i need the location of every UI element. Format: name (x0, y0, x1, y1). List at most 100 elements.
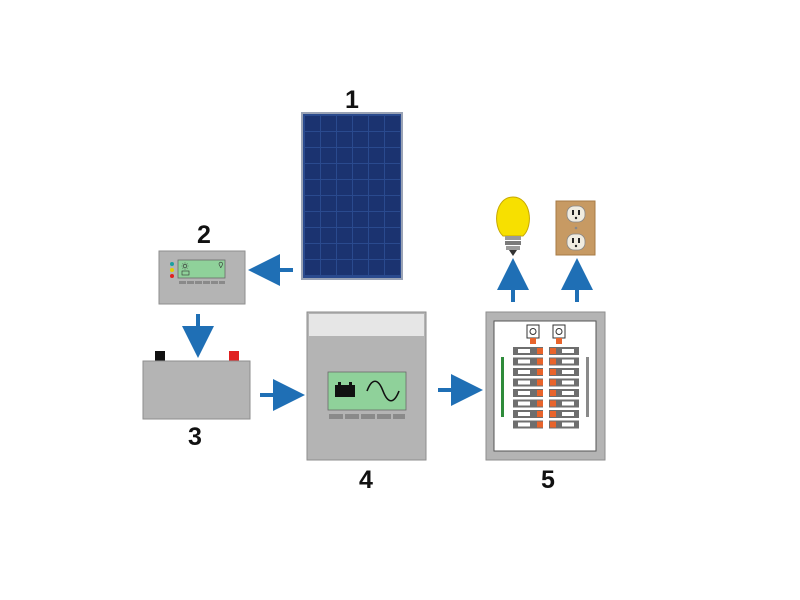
breaker-switch (513, 378, 543, 387)
solar-cell (385, 196, 400, 211)
solar-cell (337, 180, 352, 195)
solar-cell (321, 164, 336, 179)
solar-cell (337, 148, 352, 163)
inverter-icon (306, 311, 427, 461)
inverter-terminals (329, 414, 405, 419)
battery-icon (142, 351, 251, 420)
solar-cell (353, 116, 368, 131)
ground-bar (501, 357, 504, 417)
solar-cell (305, 212, 320, 227)
breaker-switch (549, 399, 579, 408)
breaker-panel-icon (485, 311, 606, 461)
sine-wave-icon (366, 380, 400, 402)
label-charge-controller: 2 (197, 221, 211, 249)
controller-terminals (179, 281, 225, 284)
solar-panel-icon (301, 112, 403, 280)
solar-cell (337, 164, 352, 179)
breaker-switch (513, 420, 543, 429)
status-led-icon (170, 268, 174, 272)
solar-cell (337, 212, 352, 227)
solar-cell (305, 132, 320, 147)
solar-cell (353, 180, 368, 195)
solar-cell (305, 164, 320, 179)
neutral-bar (586, 357, 589, 417)
status-led-icon (170, 274, 174, 278)
breaker-switch (513, 399, 543, 408)
solar-cell (321, 228, 336, 243)
breaker-switch (549, 378, 579, 387)
status-led-icon (170, 262, 174, 266)
solar-cell (353, 132, 368, 147)
main-breaker-icon (526, 324, 566, 344)
solar-cell (385, 116, 400, 131)
solar-cell (385, 164, 400, 179)
solar-cell (321, 116, 336, 131)
breaker-switch (549, 389, 579, 397)
breaker-switch (549, 357, 579, 366)
solar-cell (321, 148, 336, 163)
solar-cell (321, 180, 336, 195)
positive-terminal (229, 351, 239, 361)
solar-cell (353, 196, 368, 211)
breaker-switch (549, 420, 579, 429)
solar-cell (321, 132, 336, 147)
solar-cell (305, 260, 320, 275)
solar-cell (353, 212, 368, 227)
solar-cell (385, 244, 400, 259)
solar-cell (353, 260, 368, 275)
flow-arrows (182, 254, 593, 411)
breaker-switch (549, 410, 579, 418)
solar-cell (337, 116, 352, 131)
sun-icon (181, 262, 189, 270)
solar-cell (385, 132, 400, 147)
breaker-switch (549, 368, 579, 376)
solar-cell (369, 180, 384, 195)
breaker-rows (513, 347, 579, 429)
solar-cell (305, 148, 320, 163)
light-bulb-icon (496, 196, 530, 256)
solar-cell (385, 180, 400, 195)
wall-outlet-icon (555, 200, 596, 256)
label-battery: 3 (188, 423, 202, 451)
solar-cell (337, 132, 352, 147)
solar-cell (353, 148, 368, 163)
solar-cell (369, 196, 384, 211)
solar-cell (305, 196, 320, 211)
solar-cell (321, 244, 336, 259)
solar-cell (369, 260, 384, 275)
solar-cell (369, 212, 384, 227)
solar-cell (385, 260, 400, 275)
breaker-switch (513, 368, 543, 376)
label-inverter: 4 (359, 466, 373, 494)
solar-cell (353, 164, 368, 179)
solar-cell (305, 116, 320, 131)
solar-cell (353, 244, 368, 259)
breaker-switch (513, 389, 543, 397)
solar-cell (369, 116, 384, 131)
solar-cell (369, 244, 384, 259)
solar-cell (369, 228, 384, 243)
solar-cell (337, 244, 352, 259)
solar-cell (321, 196, 336, 211)
controller-display (177, 259, 226, 279)
solar-cell (385, 212, 400, 227)
solar-cell (337, 260, 352, 275)
solar-cell (369, 132, 384, 147)
bulb-icon (218, 261, 223, 269)
solar-cell (305, 244, 320, 259)
solar-cell (385, 148, 400, 163)
solar-cell (353, 228, 368, 243)
solar-cell (321, 260, 336, 275)
breaker-switch (513, 347, 543, 355)
negative-terminal (155, 351, 165, 361)
solar-cell (369, 164, 384, 179)
solar-cell (321, 212, 336, 227)
label-solar-panel: 1 (345, 86, 359, 114)
breaker-switch (513, 357, 543, 366)
label-breaker-panel: 5 (541, 466, 555, 494)
solar-cell (337, 228, 352, 243)
battery-icon (335, 382, 355, 397)
solar-cell (337, 196, 352, 211)
solar-cell (305, 180, 320, 195)
